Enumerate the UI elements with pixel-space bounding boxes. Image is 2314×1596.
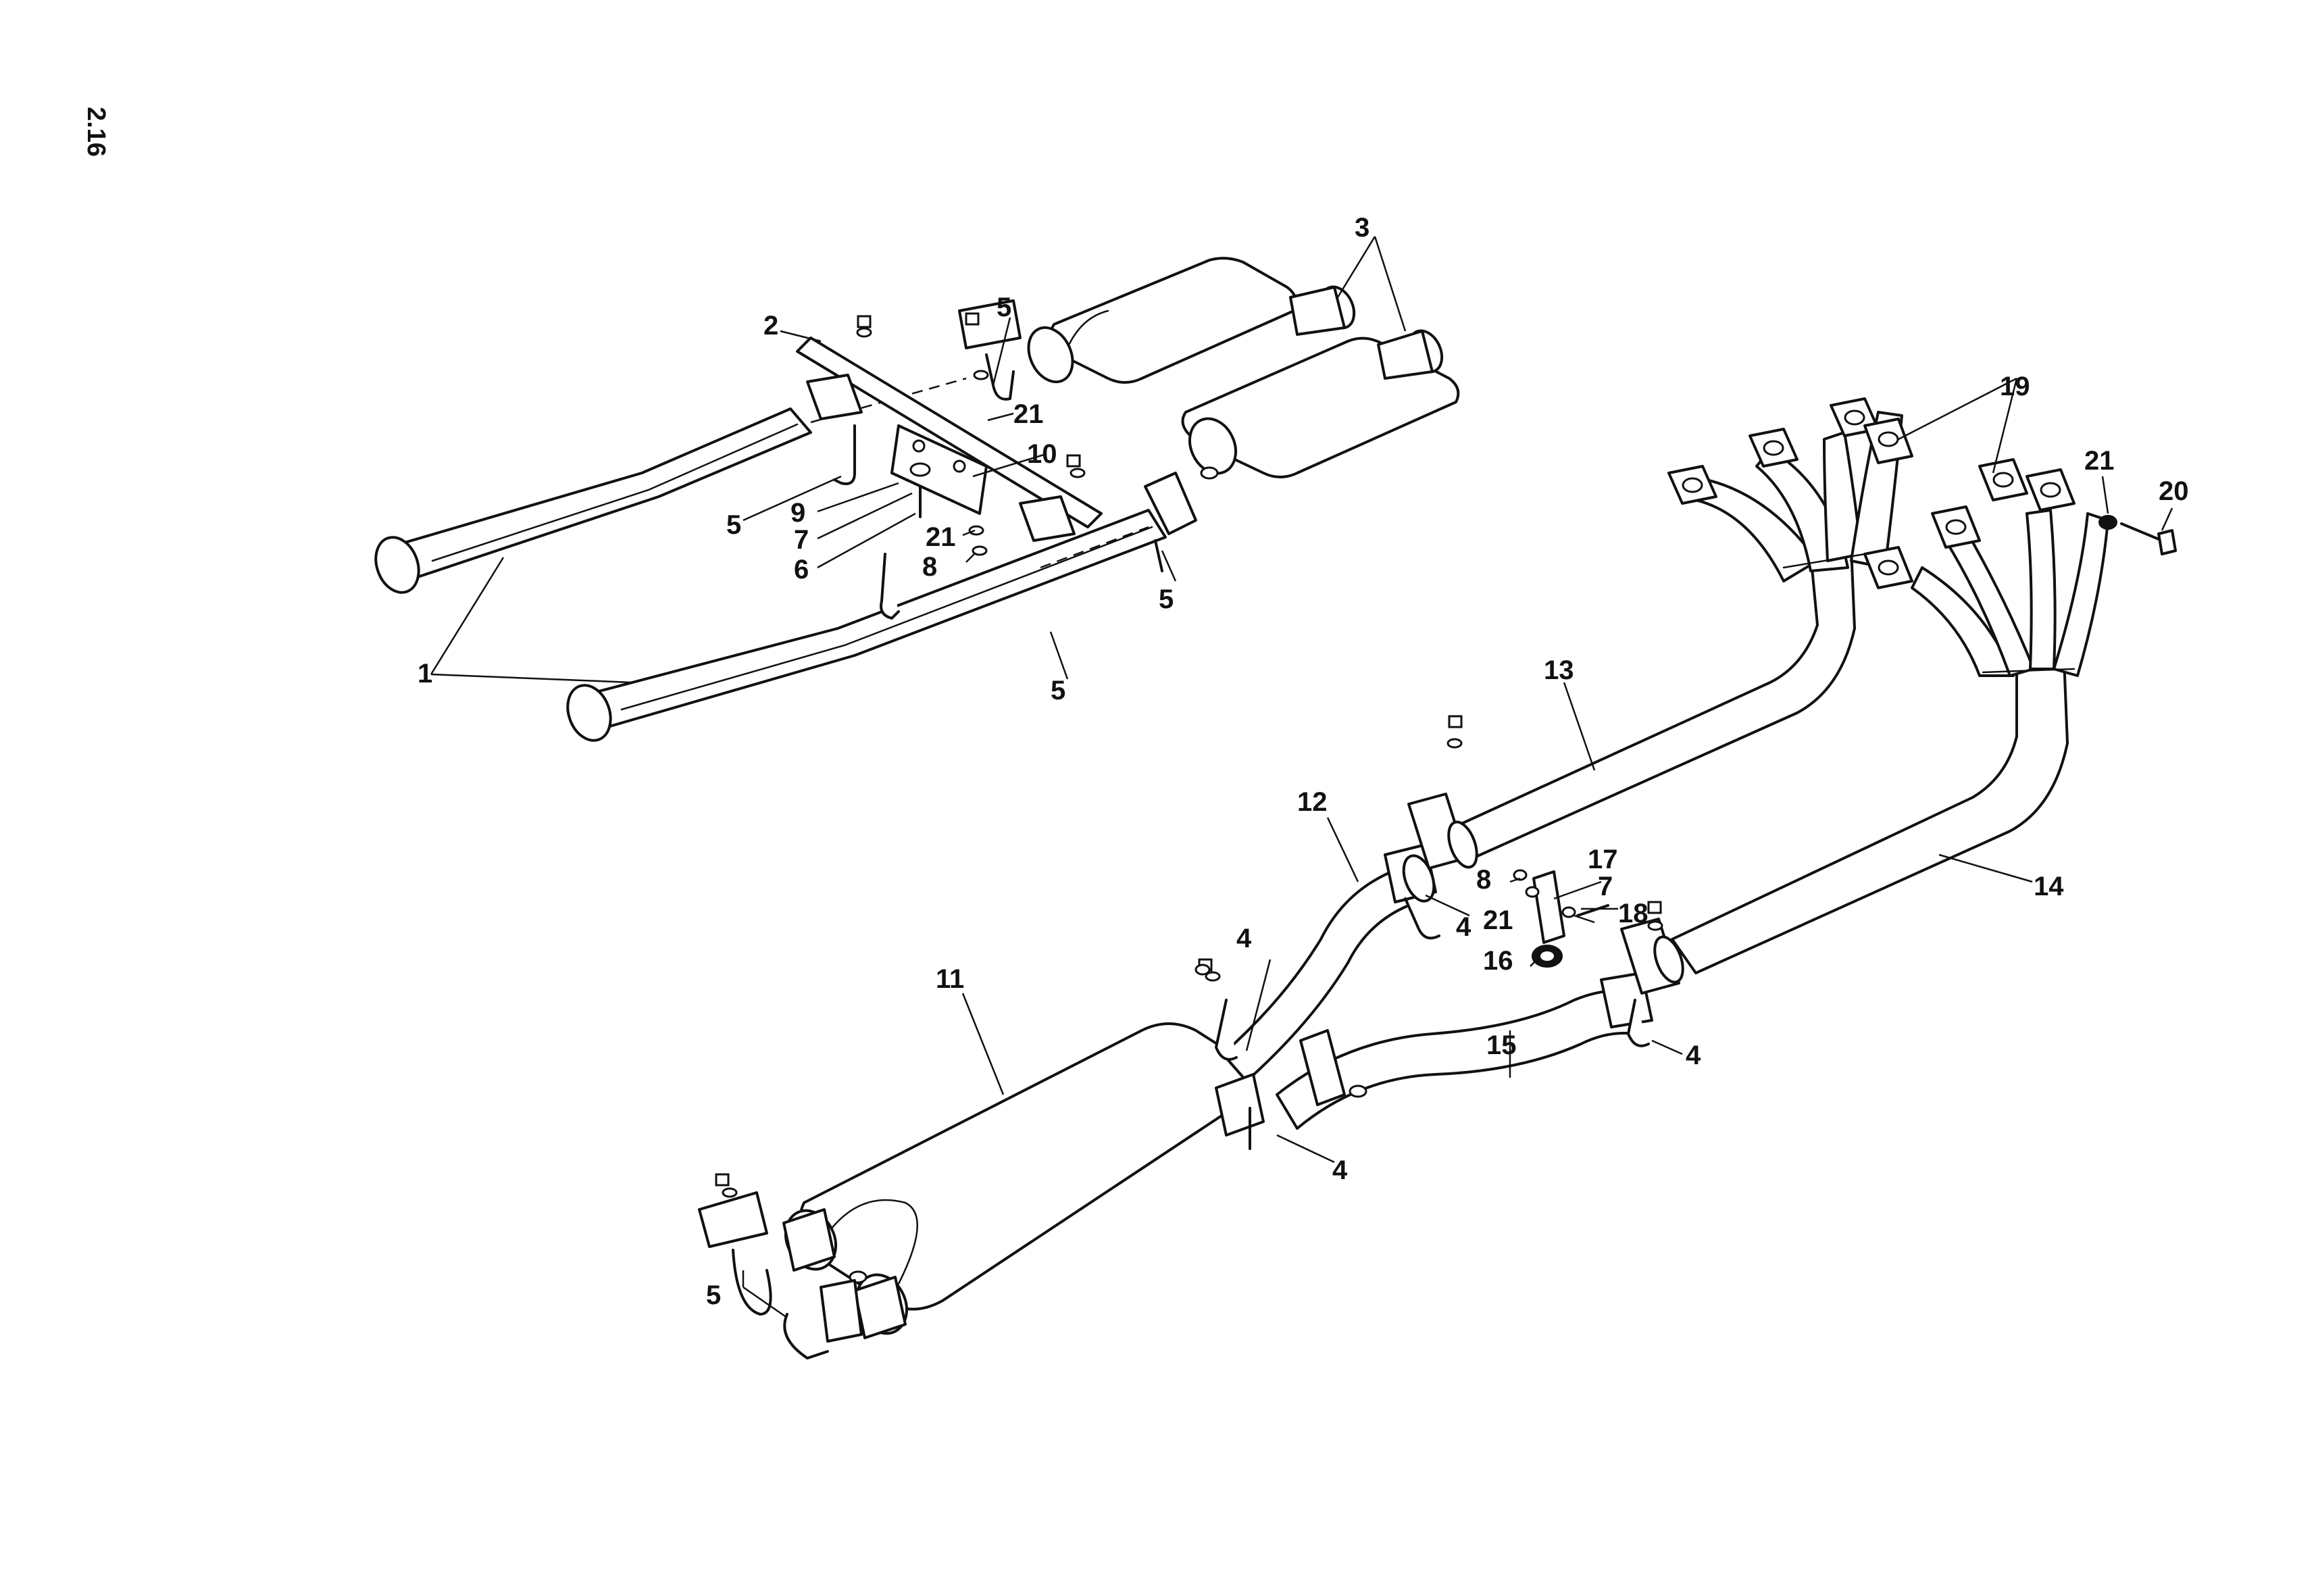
rear-silencer-assembly [374,257,1460,742]
callout-9: 9 [790,498,805,528]
callout-7b: 7 [1598,872,1613,901]
callout-12: 12 [1297,787,1328,817]
callout-16: 16 [1483,946,1513,976]
callout-8a: 8 [922,552,937,582]
front-exhaust-assembly [698,397,2177,1360]
callout-21b: 21 [926,522,956,552]
callout-5b: 5 [726,510,741,540]
mounting-bracket [796,336,1103,542]
callout-21c: 21 [2084,446,2115,476]
callout-20: 20 [2159,476,2189,506]
callout-14: 14 [2034,872,2064,901]
front-pipe-14 [1620,657,2069,995]
rear-silencer-upper [1027,257,1356,384]
callout-5a: 5 [997,293,1011,322]
callout-4c: 4 [1686,1041,1701,1070]
callout-11: 11 [936,964,964,994]
leader-lines [430,236,2173,1319]
callout-13: 13 [1544,655,1574,685]
exhaust-manifold-right [1863,458,2109,677]
callout-15: 15 [1486,1030,1517,1060]
callout-5d: 5 [1051,676,1065,705]
tail-pipe-lower [566,509,1167,742]
callout-10: 10 [1027,439,1057,469]
callout-3: 3 [1355,213,1369,243]
callout-1: 1 [418,659,432,689]
callout-8b: 8 [1476,865,1491,895]
callout-21a: 21 [1013,399,1044,429]
callout-labels: 1 2 3 5 21 10 5 9 7 6 21 8 5 5 19 21 20 … [418,213,2189,1310]
callout-5e: 5 [706,1280,721,1310]
callout-4d: 4 [1332,1155,1348,1185]
callout-18: 18 [1618,899,1649,928]
rear-silencer-lower [1181,329,1460,478]
callout-7a: 7 [794,525,809,555]
intermediate-pipe-upper [1222,843,1437,1082]
callout-6: 6 [794,555,809,584]
tail-pipe-upper [374,407,812,594]
gasket [1863,418,1913,464]
callout-2: 2 [763,311,778,341]
callout-5c: 5 [1159,584,1174,614]
callout-4b: 4 [1236,924,1252,953]
main-silencer [782,1022,1250,1339]
callout-19: 19 [2000,372,2030,401]
front-pipe-13 [1407,546,1856,870]
callout-17: 17 [1588,845,1618,874]
callout-21d: 21 [1483,905,1513,935]
page-number: 2.16 [82,107,110,157]
callout-4a: 4 [1456,912,1472,942]
